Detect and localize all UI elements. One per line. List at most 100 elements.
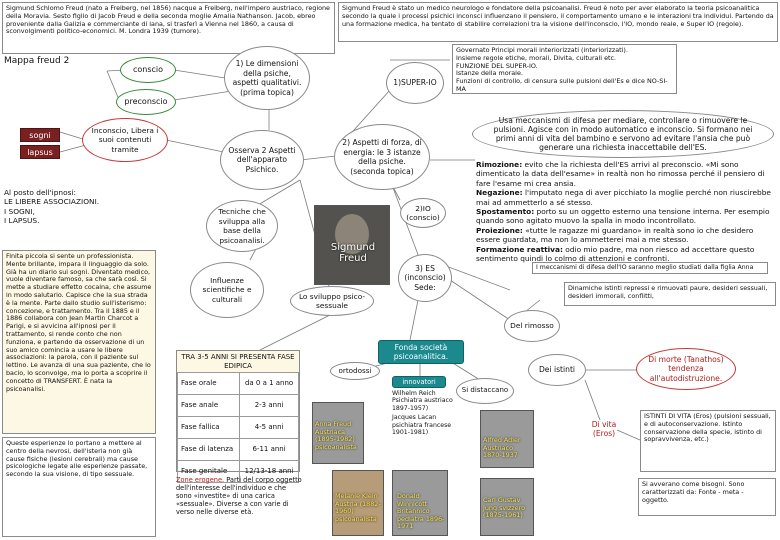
node-ortodossi-label: ortodossi <box>338 366 372 376</box>
node-es-label: 3) ES (inconscio) Sede: <box>404 263 446 292</box>
difesa-text-formazione: odio mio padre, ma non riesco ad accetta… <box>476 244 755 264</box>
node-del-rimosso-label: Del rimosso <box>510 321 554 331</box>
node-tecniche[interactable]: Tecniche che sviluppa alla base della ps… <box>206 200 278 252</box>
ipnosi-item-associazioni: LE LIBERE ASSOCIAZIONI. <box>4 197 100 207</box>
melanie-klein-photo: Melanie Klein Austria (1882-1960) psicoa… <box>332 470 384 536</box>
difesa-term-rimozione: Rimozione: <box>476 160 523 169</box>
node-distaccano-label: Si distaccano <box>461 386 509 395</box>
node-ortodossi[interactable]: ortodossi <box>330 362 380 380</box>
intro-definition-box: Sigmund Freud è stato un medico neurolog… <box>338 2 778 42</box>
difesa-entry-rimozione: Rimozione: evito che la richiesta dell'E… <box>476 160 776 188</box>
node-superio-label: 1)SUPER-IO <box>393 78 437 88</box>
difesa-title: Usa meccanismi di difesa per mediare, co… <box>472 110 774 158</box>
stages-note: Zone erogene. Parti del corpo oggetto de… <box>176 476 302 536</box>
node-vita[interactable]: Di vita (Eros) <box>591 420 617 439</box>
difesa-term-negazione: Negazione: <box>476 188 523 198</box>
bio-note-text: Queste esperienze lo portano a mettere a… <box>6 439 148 479</box>
node-morte-label: Di morte (Tanathos) tendenza all'autodis… <box>648 354 724 383</box>
node-dei-istinti-label: Dei istinti <box>538 365 576 375</box>
freud-photo: Sigmund Freud <box>314 205 390 285</box>
node-innovatori[interactable]: innovatori <box>392 376 446 388</box>
node-aspetti-forza[interactable]: 2) Aspetti di forza, di energia: le 3 is… <box>334 124 430 190</box>
node-morte[interactable]: Di morte (Tanathos) tendenza all'autodis… <box>636 348 736 390</box>
ipnosi-title: Al posto dell'ipnosi: <box>4 188 77 197</box>
stage-age: 12/13-18 anni <box>239 460 299 484</box>
winnicott-photo: Donald Winnicott Britannico pediatra 189… <box>392 470 448 536</box>
difesa-entry-negazione: Negazione: l'imputato nega di aver picch… <box>476 188 776 207</box>
sogni-bisogni-description: Si avverano come bisogni. Sono caratteri… <box>638 478 776 516</box>
ipnosi-item-sogni: I SOGNI, <box>4 206 35 216</box>
stages-note-label: Zone erogene. <box>176 476 225 484</box>
node-dimensioni-psiche[interactable]: 1) Le dimensioni della psiche, aspetti q… <box>224 46 310 110</box>
ipnosi-item-lapsus: I LAPSUS. <box>4 216 40 226</box>
node-conscio-label: conscio <box>132 65 164 75</box>
stage-name: Fase genitale <box>176 460 241 484</box>
freud-face-shape <box>335 214 369 254</box>
person-lacan: Jacques Lacan psichiatra francese 1901-1… <box>392 414 452 437</box>
difesa-title-text: Usa meccanismi di difesa per mediare, co… <box>493 115 753 153</box>
node-conscio[interactable]: conscio <box>120 57 176 83</box>
difesa-term-formazione: Formazione reattiva: <box>476 244 563 254</box>
anna-freud-photo: Anna Freud Austriaca (1895-1982) psicoan… <box>312 402 364 464</box>
stages-note-text: Parti del corpo oggetto dell'interesse d… <box>176 476 302 516</box>
node-influenze[interactable]: Influenze scientifiche e culturali <box>190 262 264 318</box>
node-dei-istinti[interactable]: Dei istinti <box>528 354 586 386</box>
difesa-term-spostamento: Spostamento: <box>476 207 535 217</box>
node-fonda-societa[interactable]: Fonda società psicoanalitica. <box>378 340 464 364</box>
node-io[interactable]: 2)IO (conscio) <box>400 198 446 228</box>
node-dimensioni-label: 1) Le dimensioni della psiche, aspetti q… <box>232 59 302 97</box>
stage-age: da 0 a 1 anno <box>239 372 299 396</box>
bio-box: Finita piccola si sente un professionist… <box>2 250 156 434</box>
intro-biography-text: Sigmund Schlomo Freud (nato a Freiberg, … <box>6 4 330 36</box>
node-superio[interactable]: 1)SUPER-IO <box>386 62 444 104</box>
people-reich-lacan: Wilhelm Reich Psichiatra austriaco 1897-… <box>392 390 462 446</box>
rimosso-description: Dinamiche istinti repressi e rimuovati p… <box>564 282 776 306</box>
stage-name: Fase anale <box>176 394 241 418</box>
stages-table-box: TRA 3-5 ANNI SI PRESENTA FASE EDIPICA Fa… <box>176 350 300 484</box>
superio-line-4: Istanze della morale. <box>456 69 523 78</box>
node-osserva-aspetti[interactable]: Osserva 2 Aspetti dell'apparato Psichico… <box>220 130 304 190</box>
bio-text: Finita piccola si sente un professionist… <box>6 252 152 393</box>
node-lapsus[interactable]: lapsus <box>20 145 60 159</box>
node-io-label: 2)IO (conscio) <box>406 203 440 223</box>
difesa-text-rimozione: evito che la richiesta dell'ES arrivi al… <box>476 160 765 188</box>
node-osserva-label: Osserva 2 Aspetti dell'apparato Psichico… <box>228 145 296 174</box>
superio-description: Governato Principi morali interiorizzati… <box>452 44 677 94</box>
adler-photo: Alfred Adler Austriaco 1870-1937 <box>480 410 534 468</box>
superio-line-3: FUNZIONE DEL SUPER-IO. <box>456 61 538 70</box>
difesa-footer: I meccanismi di difesa dell'IO saranno m… <box>532 262 768 274</box>
node-es[interactable]: 3) ES (inconscio) Sede: <box>398 254 452 302</box>
intro-definition-text: Sigmund Freud è stato un medico neurolog… <box>342 4 774 28</box>
node-distaccano[interactable]: Si distaccano <box>456 378 514 404</box>
superio-line-2: Insieme regole etiche, morali, Divita, c… <box>456 53 617 62</box>
node-del-rimosso[interactable]: Del rimosso <box>504 310 560 342</box>
map-title: Mappa freud 2 <box>4 56 70 66</box>
jung-caption: Carl Gustav Jung svizzero (1875-1961) <box>483 496 525 520</box>
node-preconscio[interactable]: preconscio <box>116 89 176 115</box>
winnicott-caption: Donald Winnicott Britannico pediatra 189… <box>397 492 445 531</box>
jung-photo: Carl Gustav Jung svizzero (1875-1961) <box>480 478 534 536</box>
superio-line-1: Governato Principi morali interiorizzati… <box>456 46 628 54</box>
anna-freud-caption: Anna Freud Austriaca (1895-1982) psicoan… <box>315 420 357 451</box>
node-sviluppo[interactable]: Lo sviluppo psico-sessuale <box>290 286 374 316</box>
difesa-text-spostamento: porto su un oggetto esterno una tensione… <box>476 207 770 226</box>
adler-caption: Alfred Adler Austriaco 1870-1937 <box>483 436 521 460</box>
bio-note-box: Queste esperienze lo portano a mettere a… <box>2 437 156 537</box>
node-inconscio[interactable]: Inconscio, Libera i suoi contenuti trami… <box>82 118 168 162</box>
node-tecniche-label: Tecniche che sviluppa alla base della ps… <box>218 207 266 245</box>
stage-name: Fase di latenza <box>176 438 241 462</box>
stage-age: 4-5 anni <box>239 416 299 440</box>
node-aspetti-forza-label: 2) Aspetti di forza, di energia: le 3 is… <box>342 138 422 176</box>
node-sogni[interactable]: sogni <box>20 128 60 142</box>
stage-name: Fase fallica <box>176 416 241 440</box>
difesa-text-negazione: l'imputato nega di aver picchiato la mog… <box>476 188 771 207</box>
stage-age: 6-11 anni <box>239 438 299 462</box>
difesa-term-proiezione: Proiezione: <box>476 225 523 235</box>
node-preconscio-label: preconscio <box>124 97 168 107</box>
difesa-entry-formazione: Formazione reattiva: odio mio padre, ma … <box>476 245 776 264</box>
